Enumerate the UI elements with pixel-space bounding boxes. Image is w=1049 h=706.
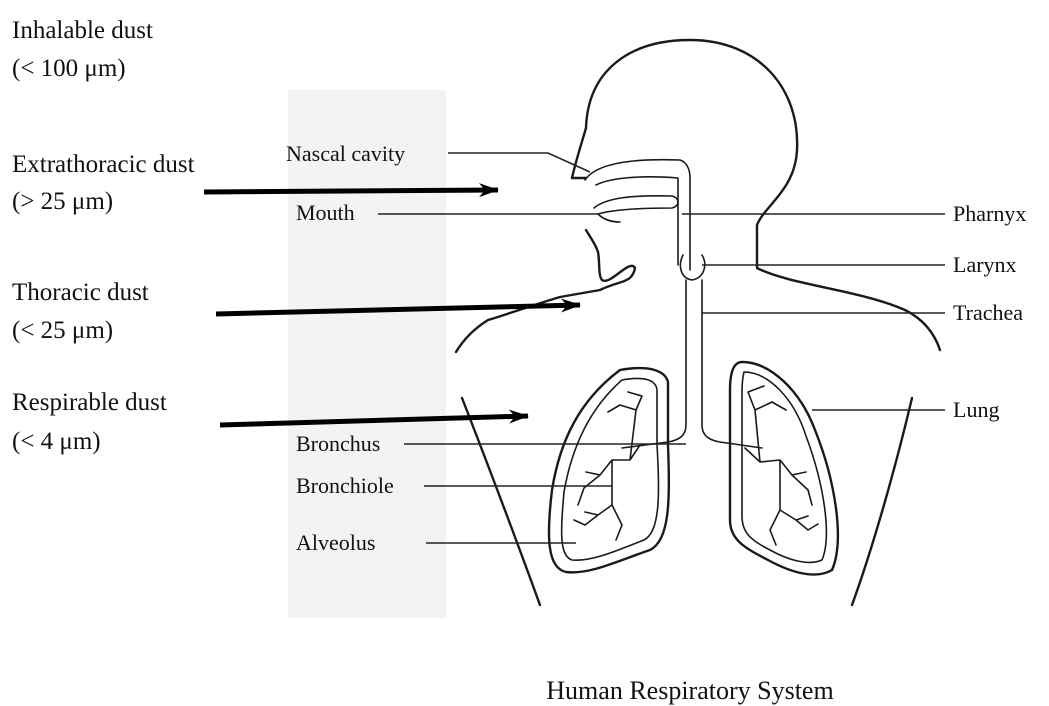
label-pharynx: Pharnyx bbox=[953, 201, 1026, 226]
larynx-shape bbox=[680, 255, 704, 280]
label-trachea: Trachea bbox=[953, 300, 1023, 325]
torso-left bbox=[462, 398, 540, 605]
label-bronchiole: Bronchiole bbox=[296, 473, 394, 498]
trachea-shape bbox=[622, 280, 762, 448]
dust-respirable-size: (< 4 μm) bbox=[12, 428, 101, 455]
leader-lines bbox=[378, 153, 945, 543]
label-bronchus: Bronchus bbox=[296, 431, 380, 456]
dust-inhalable-name: Inhalable dust bbox=[12, 17, 153, 44]
left-lung bbox=[549, 368, 669, 572]
dust-thoracic-name: Thoracic dust bbox=[12, 279, 149, 306]
leader-nasal-cavity bbox=[448, 153, 590, 172]
dust-extrathoracic-size: (> 25 μm) bbox=[12, 188, 113, 215]
left-bronchiole-tree bbox=[574, 392, 642, 540]
figure-caption: Human Respiratory System bbox=[546, 676, 833, 705]
dust-thoracic-size: (< 25 μm) bbox=[12, 317, 113, 344]
right-lung-inner bbox=[742, 372, 826, 562]
arrow-extrathoracic bbox=[204, 190, 498, 192]
dust-respirable-name: Respirable dust bbox=[12, 389, 167, 416]
head-outline bbox=[572, 40, 940, 350]
label-lung: Lung bbox=[953, 397, 999, 422]
label-alveolus: Alveolus bbox=[296, 530, 375, 555]
label-nasal-cavity: Nascal cavity bbox=[286, 141, 405, 166]
dust-inhalable-size: (< 100 μm) bbox=[12, 55, 126, 82]
label-larynx: Larynx bbox=[953, 252, 1017, 277]
label-mouth: Mouth bbox=[296, 200, 355, 225]
dust-extrathoracic-name: Extrathoracic dust bbox=[12, 151, 195, 178]
nasal-cavity-shape bbox=[585, 160, 690, 270]
torso-right bbox=[852, 398, 912, 605]
left-lung-inner bbox=[562, 378, 659, 560]
face-outline bbox=[456, 178, 635, 352]
mouth-shape bbox=[594, 196, 678, 222]
